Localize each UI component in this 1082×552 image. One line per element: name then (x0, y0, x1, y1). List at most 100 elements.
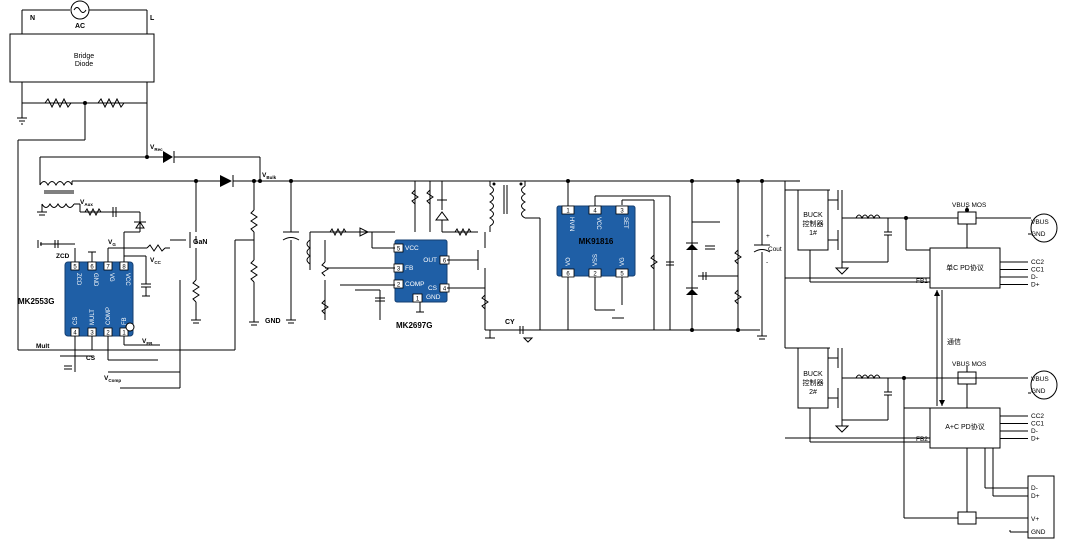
port-c1-vbus: VBUS (1031, 219, 1049, 226)
port-a-vplus: V+ (1031, 516, 1039, 523)
bulk-network (249, 181, 300, 326)
mk2553g-bottom-pin-label: COMP (106, 307, 112, 325)
mk91816-bottom-pin-number: 6 (566, 272, 570, 278)
mk91816-top-pin-label: HVIN (568, 217, 574, 231)
pd1-fb-label: FB1 (916, 278, 928, 285)
vbus-mos-label-1: VBUS MOS (952, 202, 987, 209)
buck2-block (797, 347, 829, 409)
vrec-label: VRec (150, 144, 163, 152)
mk2697g-pin-2 (393, 279, 404, 289)
port-c1-gnd: GND (1031, 231, 1046, 238)
mk2697g-pin-number: 1 (416, 297, 420, 303)
pd2-pin-label: D- (1031, 428, 1038, 435)
mk91816-top-pin-label: SET (622, 217, 628, 229)
mk2697g-pin-number: 6 (443, 259, 447, 265)
mk2697g-pin-label: VCC (405, 245, 419, 252)
pfc-stage (37, 151, 800, 324)
mk91816-bottom-pin-label: VG (620, 257, 626, 266)
mk2697g-pin-label: OUT (423, 257, 437, 264)
line-label: L (150, 15, 155, 22)
mk2697g-name: MK2697G (396, 321, 432, 330)
port-c1 (1028, 213, 1058, 243)
mk2553g-bottom-pin-number: 1 (122, 331, 126, 337)
mk2553g-top-pin-number: 6 (90, 265, 94, 271)
mk2553g-bottom-pin-label: FB (122, 317, 128, 325)
mk2697g-pin-number: 4 (443, 287, 447, 293)
buck1-block (797, 189, 829, 251)
buck1-line2: 控制器 (803, 219, 824, 228)
pd1-pin-label: CC2 (1031, 259, 1044, 266)
output-capacitor (753, 181, 771, 340)
comm-label: 通信 (947, 337, 961, 346)
mk2553g-bottom-pin-number: 2 (106, 331, 110, 337)
pd2-pin-label: CC2 (1031, 413, 1044, 420)
vbus-mos-1 (957, 206, 977, 250)
buck2-line2: 控制器 (803, 378, 824, 387)
port-a-gnd: GND (1031, 529, 1046, 536)
mk91816-top-pin-number: 4 (593, 209, 597, 215)
mk2697g-pin-1 (412, 293, 423, 303)
zcd-label: ZCD (56, 253, 70, 260)
mk91816-bottom-pin-number: 2 (593, 272, 597, 278)
port-c2-gnd: GND (1031, 388, 1046, 395)
mk2553g-top-pin-label: VCC (124, 273, 130, 286)
ac-source: N L AC (21, 0, 155, 34)
mk2697g-pin-number: 5 (397, 247, 401, 253)
mult-label: Mult (36, 343, 50, 350)
gnd-label-bulk: GND (265, 318, 281, 325)
cy-label: CY (505, 319, 515, 326)
comm-link (934, 290, 945, 406)
mk91816-top-pin-3 (615, 205, 629, 215)
mk2553g-wiring (17, 140, 254, 389)
vbus-mos-label-2: VBUS MOS (952, 361, 987, 368)
pd1-pin-label: D+ (1031, 282, 1040, 289)
vg-label: VG (108, 239, 116, 247)
mk91816-top-pin-label: VCC (595, 217, 601, 230)
port-c2-vbus: VBUS (1031, 376, 1049, 383)
vbus-mos-2 (957, 366, 977, 410)
buck2-line1: BUCK (803, 371, 823, 378)
mk2697g-pin-label: FB (405, 265, 413, 272)
mk2553g-top-pin-number: 8 (122, 265, 126, 271)
mk91816-wiring (540, 179, 764, 332)
mk2697g-pin-number: 2 (397, 283, 401, 289)
vcc-label: VCC (150, 257, 162, 265)
cout-label: Cout (768, 246, 782, 253)
vcomp-label: VComp (104, 375, 121, 383)
pd2-pin-label: CC1 (1031, 421, 1044, 428)
neutral-label: N (30, 15, 35, 22)
mk2697g-pin-label: GND (426, 294, 441, 301)
pd1-pin-label: CC1 (1031, 267, 1044, 274)
pd2-name: A+C PD协议 (945, 422, 984, 431)
mk91816-bottom-pin-number: 5 (620, 272, 624, 278)
mk2697g-wiring (306, 181, 540, 343)
bridge-diode-block (9, 33, 155, 83)
port-a (984, 448, 1055, 539)
flyback-transformer (488, 181, 541, 330)
bridge-label-1: Bridge (74, 53, 94, 60)
pd1-name: 单C PD协议 (946, 263, 984, 272)
buck1-line3: 1# (809, 230, 817, 237)
mk2697g-pin-label: CS (428, 285, 438, 292)
mk2553g-bottom-pin-number: 4 (73, 331, 77, 337)
mk2553g-bottom-pin-label: MULT (90, 309, 96, 325)
mk2553g-name: MK2553G (18, 297, 54, 306)
ac-label: AC (75, 23, 85, 30)
mk2697g-pin-label: COMP (405, 281, 425, 288)
vfb-label: VFB (142, 338, 153, 346)
port-a-dplus: D+ (1031, 493, 1040, 500)
mk91816-top-pin-number: 3 (620, 209, 624, 215)
buck1-line1: BUCK (803, 212, 823, 219)
gan-label: GaN (193, 239, 207, 246)
cs-label: CS (86, 355, 96, 362)
pd1-pin-label: D- (1031, 274, 1038, 281)
mk2553g-top-pin-number: 5 (73, 265, 77, 271)
pd2-pin-label: D+ (1031, 436, 1040, 443)
port-a-dminus: D- (1031, 485, 1038, 492)
mk91816-bottom-pin-label: VO (566, 257, 572, 266)
